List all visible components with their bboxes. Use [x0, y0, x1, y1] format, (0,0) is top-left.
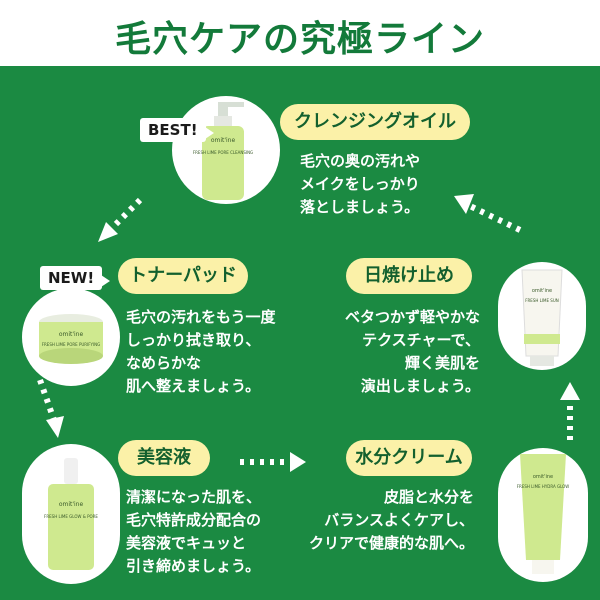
arrowhead-4	[560, 382, 580, 400]
svg-text:omit'ine: omit'ine	[533, 474, 553, 480]
arrowhead-3	[290, 452, 306, 472]
svg-text:omit'ine: omit'ine	[532, 288, 552, 294]
step-label-cleansing-oil: クレンジングオイル	[280, 104, 470, 140]
step-label-serum: 美容液	[118, 440, 210, 476]
cleansing-oil-image: omit'ine FRESH LIME PORE CLEANSING	[172, 96, 280, 204]
svg-text:FRESH LIME GLOW & PORE: FRESH LIME GLOW & PORE	[44, 514, 98, 519]
sunscreen-image: omit'ine FRESH LIME SUN	[498, 262, 586, 370]
svg-text:FRESH LIME HYDRA GLOW: FRESH LIME HYDRA GLOW	[517, 484, 570, 489]
arrowhead-2	[46, 416, 64, 438]
svg-text:omit'ine: omit'ine	[211, 137, 236, 144]
best-badge: BEST!	[140, 118, 214, 142]
moisture-cream-image: omit'ine FRESH LIME HYDRA GLOW	[498, 448, 588, 582]
pump-bottle-icon: omit'ine FRESH LIME PORE CLEANSING	[193, 102, 253, 200]
serum-bottle-icon: omit'ine FRESH LIME GLOW & PORE	[44, 458, 98, 570]
arrow-step1-to-2	[107, 197, 143, 233]
step-label-moisture-cream: 水分クリーム	[346, 440, 472, 476]
cream-tube-icon: omit'ine FRESH LIME HYDRA GLOW	[517, 454, 570, 574]
desc-serum: 清潔になった肌を、毛穴特許成分配合の美容液でキュッと引き締めましょう。	[126, 488, 262, 575]
step-label-sunscreen: 日焼け止め	[346, 258, 472, 294]
tube-icon: omit'ine FRESH LIME SUN	[521, 269, 563, 366]
svg-text:FRESH LIME SUN: FRESH LIME SUN	[525, 298, 559, 303]
new-badge: NEW!	[40, 266, 111, 290]
svg-text:omit'ine: omit'ine	[59, 501, 84, 508]
svg-text:FRESH LIME PORE CLEANSING: FRESH LIME PORE CLEANSING	[193, 150, 253, 155]
desc-sunscreen: ベタつかず軽やかなテクスチャーで、輝く美肌を演出しましょう。	[344, 308, 480, 395]
step-label-toner-pad: トナーパッド	[118, 258, 248, 294]
arrowhead-5	[454, 194, 474, 214]
toner-pad-image: omit'ine FRESH LIME PORE PURIFYING	[22, 288, 120, 386]
desc-toner-pad: 毛穴の汚れをもう一度しっかり拭き取り、なめらかな肌へ整えましょう。	[126, 308, 276, 395]
jar-icon: omit'ine FRESH LIME PORE PURIFYING	[39, 314, 103, 364]
header-band	[0, 0, 600, 66]
desc-cleansing-oil: 毛穴の奥の汚れやメイクをしっかり落としましょう。	[300, 152, 421, 216]
serum-image: omit'ine FRESH LIME GLOW & PORE	[22, 444, 120, 584]
arrow-step5-to-1	[468, 203, 522, 233]
svg-text:omit'ine: omit'ine	[59, 331, 84, 338]
page-title: 毛穴ケアの究極ライン	[114, 19, 485, 60]
arrow-step2-to-3	[37, 379, 57, 421]
desc-moisture-cream: 皮脂と水分をバランスよくケアし、クリアで健康的な肌へ。	[308, 488, 474, 552]
arrowhead-1	[98, 222, 118, 242]
svg-text:FRESH LIME PORE PURIFYING: FRESH LIME PORE PURIFYING	[42, 342, 101, 347]
